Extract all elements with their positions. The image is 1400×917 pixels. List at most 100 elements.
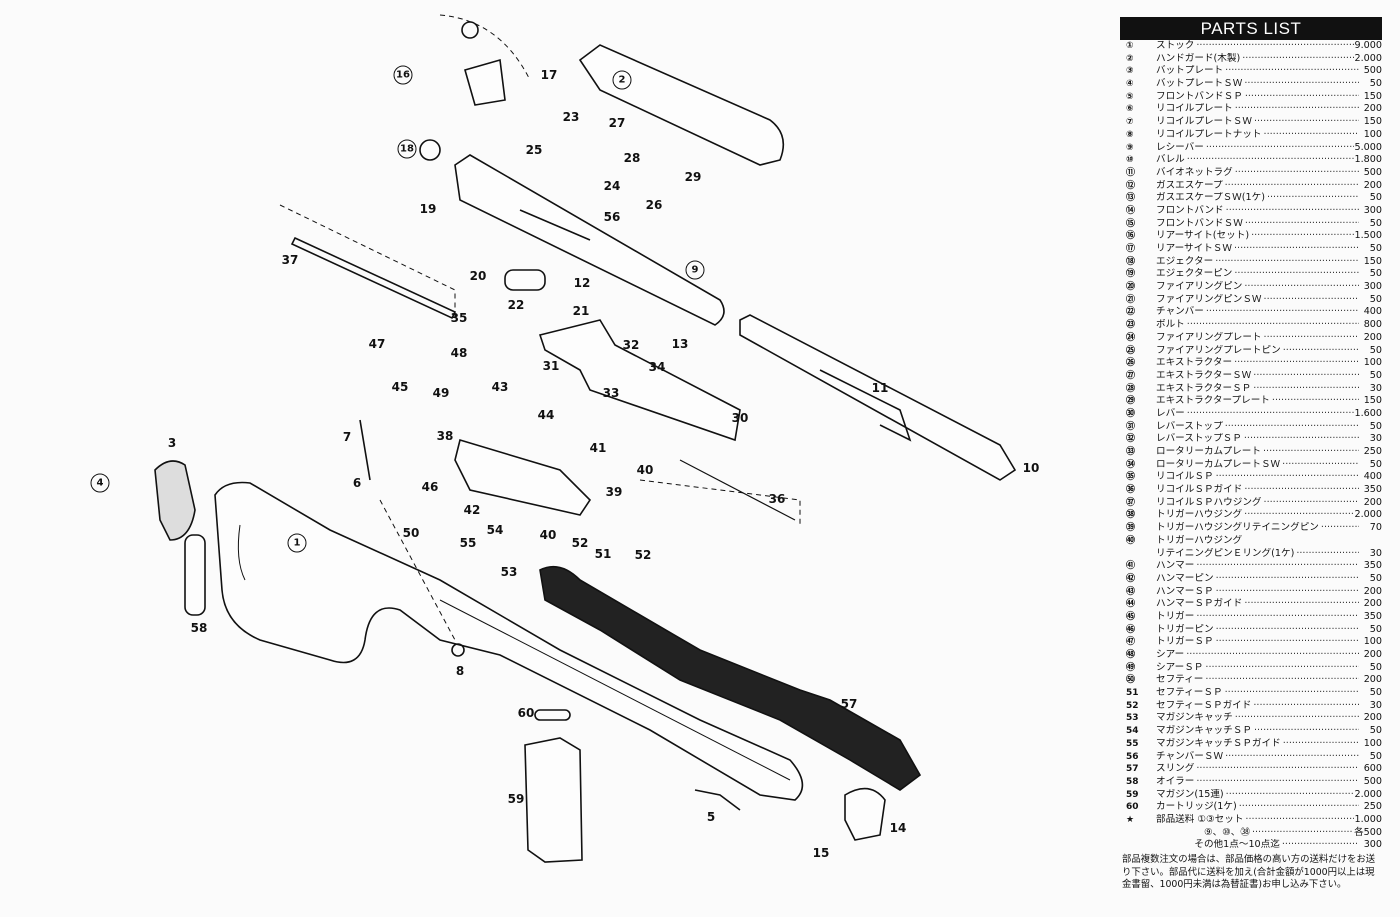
part-price: 50 <box>1359 243 1382 256</box>
part-name-cell: ⑨、⑩、㊳ <box>1156 826 1353 840</box>
part-name-cell: バットプレートＳＷ <box>1156 78 1359 91</box>
part-name-cell: フロントバンドＳＰ <box>1156 90 1359 104</box>
callout-label: 53 <box>500 565 518 579</box>
callout-label: 40 <box>539 528 557 542</box>
part-price: 150 <box>1359 255 1382 269</box>
callout-label: 9 <box>685 260 705 280</box>
part-name: ハンマーピン <box>1156 572 1216 584</box>
part-price: 70 <box>1359 522 1382 535</box>
part-number: ③ <box>1126 66 1134 77</box>
part-name: スリング <box>1156 763 1197 775</box>
parts-list-row: ⑪バイオネットラグ500 <box>1120 166 1382 180</box>
part-name-cell: レバーストップ <box>1156 420 1359 434</box>
part-name-cell: チャンバー <box>1156 306 1359 319</box>
parts-list-row: ㉝ロータリーカムプレート250 <box>1120 446 1382 459</box>
parts-list-row: ㊼トリガーＳＰ100 <box>1120 636 1382 649</box>
part-name: シアーＳＰ <box>1156 661 1206 673</box>
parts-list-row: ①ストック9.000 <box>1120 40 1382 53</box>
part-number: 59 <box>1126 789 1139 800</box>
oiler-part <box>184 534 206 616</box>
callout-label: 12 <box>573 276 591 290</box>
part-name: マガジン(15連) <box>1156 788 1226 800</box>
part-price: 200 <box>1359 712 1382 726</box>
part-name: ハンマー <box>1156 560 1197 572</box>
part-name: ファイアリングピン <box>1156 281 1245 293</box>
part-price: 100 <box>1359 737 1382 751</box>
part-name: ストック <box>1156 40 1197 51</box>
part-name: ⑨、⑩、㊳ <box>1156 826 1252 838</box>
part-name-cell: フロントバンド <box>1156 204 1359 218</box>
part-name: レバーストップ <box>1156 420 1225 432</box>
part-name: マガジンキャッチＳＰ <box>1156 725 1254 737</box>
part-price: 50 <box>1359 623 1382 637</box>
part-price: 50 <box>1359 192 1382 205</box>
part-price: 1.600 <box>1353 407 1382 421</box>
parts-list-row: ㊹ハンマーＳＰガイド200 <box>1120 598 1382 611</box>
parts-list-row: ㊸ハンマーＳＰ200 <box>1120 585 1382 599</box>
part-name: バイオネットラグ <box>1156 166 1235 178</box>
part-price: 50 <box>1359 344 1382 358</box>
part-name-cell: ロータリーカムプレートＳＷ <box>1156 458 1359 472</box>
callout-label: 40 <box>636 463 654 477</box>
butt-plate-part <box>154 460 196 541</box>
part-price: 100 <box>1359 128 1382 142</box>
part-number: ① <box>1126 41 1134 51</box>
parts-list-row: 56チャンバーＳＷ50 <box>1120 750 1382 764</box>
part-price: 1.000 <box>1353 813 1382 827</box>
part-name: エキストラクターＳＰ <box>1156 382 1254 394</box>
part-name-cell: リコイルプレートナット <box>1156 128 1359 142</box>
parts-list-row: ㊾シアーＳＰ50 <box>1120 661 1382 675</box>
part-name-cell: ストック <box>1156 40 1354 53</box>
part-name-cell: レバー <box>1156 407 1354 421</box>
part-number: ⑰ <box>1126 244 1136 254</box>
callout-label: 21 <box>572 304 590 318</box>
part-number: ㉗ <box>1126 370 1136 381</box>
part-name: フロントバンドＳＰ <box>1156 90 1245 102</box>
part-number: ㉚ <box>1126 408 1136 419</box>
part-price: 600 <box>1359 763 1382 776</box>
parts-list-row: 51セフティーＳＰ50 <box>1120 687 1382 700</box>
callout-label: 33 <box>602 386 620 400</box>
callout-label: 17 <box>540 68 558 82</box>
part-name-cell: リアーサイトＳＷ <box>1156 243 1359 256</box>
callout-label: 8 <box>455 664 465 678</box>
callout-label: 24 <box>603 179 621 193</box>
part-name: エジェクターピン <box>1156 268 1235 280</box>
part-number: 54 <box>1126 726 1139 737</box>
part-number: ㉟ <box>1126 472 1136 483</box>
part-name: ハンマーＳＰ <box>1156 585 1216 597</box>
barrel-part <box>739 314 1017 481</box>
part-name-cell: オイラー <box>1156 775 1359 789</box>
part-name: リアーサイトＳＷ <box>1156 243 1234 254</box>
part-number: 57 <box>1126 764 1139 775</box>
parts-list-row: ⑦リコイルプレートＳＷ150 <box>1120 116 1382 129</box>
part-name: リテイニングピンＥリング(1ケ) <box>1156 547 1297 559</box>
part-name-cell: カートリッジ(1ケ) <box>1156 801 1359 814</box>
part-name-cell: ファイアリングピンＳＷ <box>1156 293 1359 307</box>
callout-label: 20 <box>469 269 487 283</box>
part-name: チャンバーＳＷ <box>1156 750 1226 762</box>
part-number: ㊷ <box>1126 573 1136 584</box>
part-name-cell: ガスエスケープ <box>1156 179 1359 193</box>
callout-label: 48 <box>450 346 468 360</box>
part-number: 56 <box>1126 751 1139 762</box>
part-number: ㉝ <box>1126 447 1136 457</box>
lever-part <box>538 319 741 442</box>
part-number: ㉞ <box>1126 459 1136 470</box>
part-number: ㊵ <box>1126 535 1136 546</box>
part-name-cell: トリガー <box>1156 610 1359 624</box>
part-number: ⑱ <box>1126 256 1136 267</box>
parts-list-row: ㉞ロータリーカムプレートＳＷ50 <box>1120 458 1382 472</box>
part-price: 250 <box>1359 801 1382 814</box>
part-number: ⑲ <box>1126 269 1136 280</box>
callout-label: 55 <box>459 536 477 550</box>
parts-list-row: ㉘エキストラクターＳＰ30 <box>1120 382 1382 396</box>
callout-label: 43 <box>491 380 509 394</box>
part-name-cell: バットプレート <box>1156 65 1359 78</box>
callout-label: 37 <box>281 253 299 267</box>
parts-list-row: その他1点～10点迄300 <box>1120 839 1382 852</box>
part-name: リコイルＳＰ <box>1156 471 1216 483</box>
part-number: ★ <box>1126 814 1135 825</box>
